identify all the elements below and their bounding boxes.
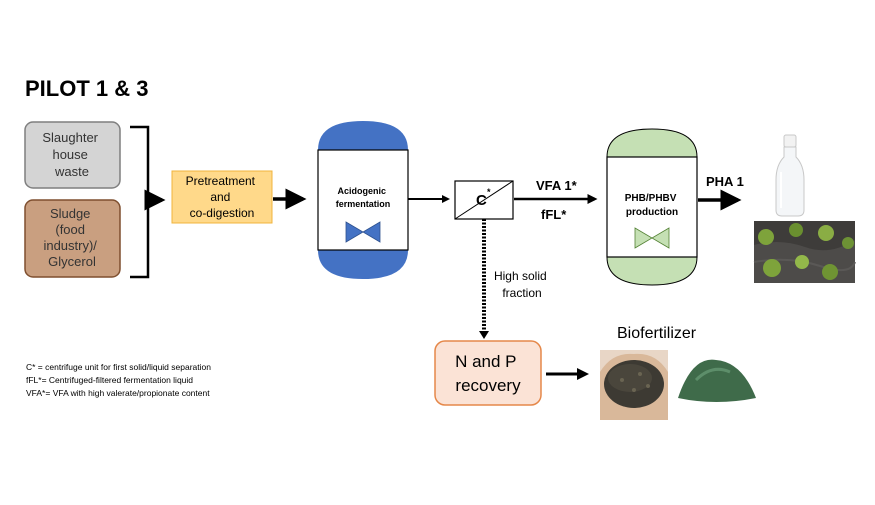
pretreatment-box: [171, 170, 273, 224]
legend-ffl: fFL*= Centrifuged-filtered fermentation …: [26, 375, 193, 385]
legend-centrifuge: C* = centrifuge unit for first solid/liq…: [26, 362, 211, 372]
centrifuge-sup: *: [487, 187, 491, 197]
pha-label: PHA 1: [706, 174, 744, 189]
pretreatment-label: Pretreatment and co-digestion: [186, 174, 259, 220]
centrifuge-diagonal: [454, 180, 514, 220]
sludge-label: Sludge (food industry)/ Glycerol: [43, 206, 100, 269]
solid-fraction-arrowhead: [479, 331, 489, 339]
slaughterhouse-label: Slaughter house waste: [42, 130, 101, 179]
page-title: PILOT 1 & 3: [25, 76, 148, 101]
phb-bottom-cap: [606, 256, 698, 286]
slaughterhouse-box: [24, 121, 121, 189]
np-recovery-label: N and P recovery: [455, 352, 521, 395]
phb-top-cap: [606, 128, 698, 158]
input-bracket: [130, 125, 150, 279]
acidogenic-bottom-cap: [318, 250, 408, 279]
phb-valve-icon: [634, 227, 670, 249]
biofertilizer-title: Biofertilizer: [617, 325, 697, 342]
powder-pile-image: [678, 359, 756, 402]
bottle-image: [775, 134, 805, 217]
mulch-photo: [753, 221, 856, 283]
phb-reactor: PHB/PHBV production: [606, 128, 698, 286]
ffl-label: fFL*: [541, 207, 567, 222]
vfa-label: VFA 1*: [536, 178, 578, 193]
acidogenic-top-cap: [318, 121, 408, 150]
np-recovery-box: [434, 340, 542, 406]
centrifuge-unit: C *: [454, 180, 514, 220]
powder-pile-highlight: [694, 367, 731, 382]
granules-photo: [600, 350, 668, 420]
centrifuge-label: C: [476, 192, 487, 209]
acidogenic-label: Acidogenic fermentation: [336, 186, 391, 209]
legend-vfa: VFA*= VFA with high valerate/propionate …: [26, 388, 210, 398]
sludge-box: [24, 199, 121, 278]
acidogenic-valve-icon: [345, 221, 381, 243]
phb-label: PHB/PHBV production: [625, 193, 679, 218]
phb-body: [606, 156, 698, 258]
legend-notes: C* = centrifuge unit for first solid/liq…: [26, 362, 213, 398]
solid-fraction-label: High solid fraction: [494, 269, 550, 300]
acidogenic-reactor: Acidogenic fermentation: [317, 121, 409, 279]
acidogenic-body: [317, 149, 409, 251]
